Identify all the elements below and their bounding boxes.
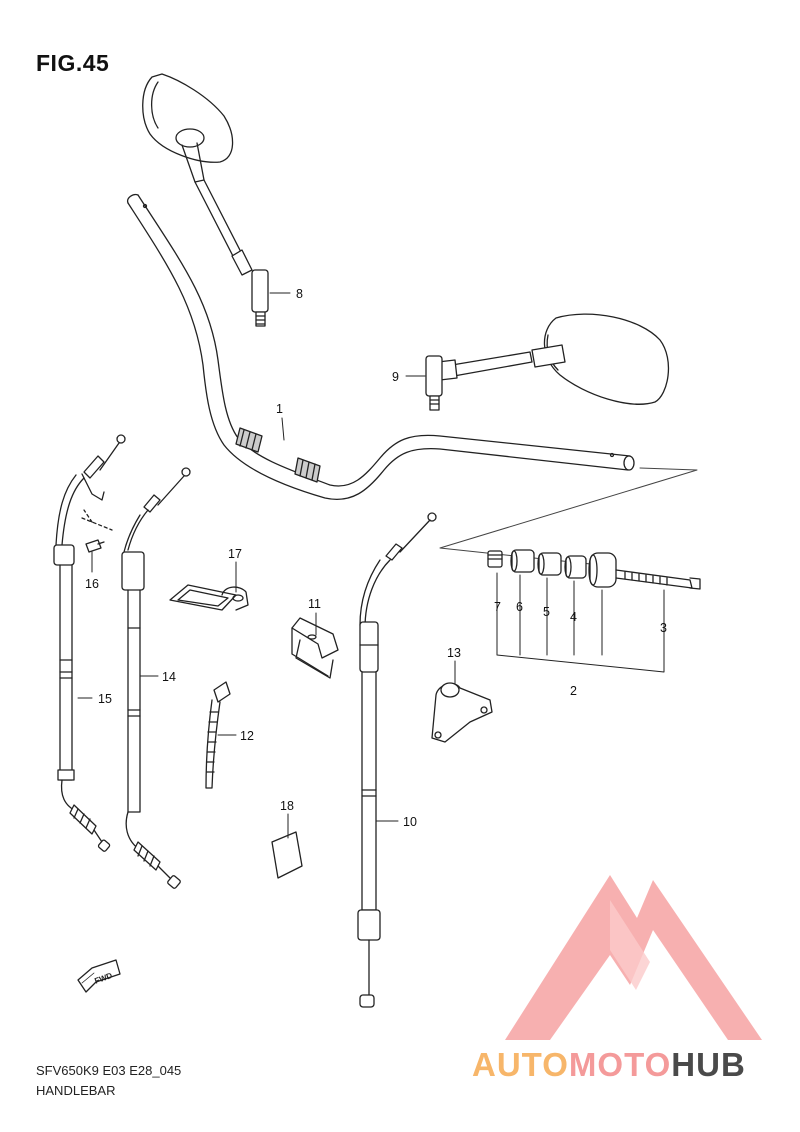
- callout-1: 1: [276, 402, 283, 416]
- watermark-part-auto: AUTO: [472, 1046, 569, 1083]
- callout-16: 16: [85, 577, 99, 591]
- fwd-arrow-icon: [77, 959, 121, 993]
- callout-3: 3: [660, 621, 667, 635]
- watermark-text: AUTOMOTOHUB: [472, 1046, 746, 1084]
- left-mirror: [142, 73, 269, 327]
- cable-clamp-17: [169, 584, 249, 611]
- callout-17: 17: [228, 547, 242, 561]
- callout-labels: 1 2 3 4 5 6 7 8 9 10 11 12 13 14 15 16 1…: [85, 287, 667, 986]
- clutch-cable: [357, 512, 437, 1008]
- bar-end-weight-assembly: [487, 549, 701, 590]
- handlebar-tube: [127, 193, 635, 500]
- callout-11: 11: [308, 597, 321, 611]
- right-mirror: [425, 313, 670, 411]
- callout-15: 15: [98, 692, 112, 706]
- diagram-code: SFV650K9 E03 E28_045: [36, 1063, 182, 1078]
- callout-14: 14: [162, 670, 176, 684]
- throttle-cable-1: [53, 434, 126, 852]
- callout-12: 12: [240, 729, 254, 743]
- callout-8: 8: [296, 287, 303, 301]
- leader-lines: [77, 292, 456, 839]
- watermark-logo-icon: [505, 875, 762, 1040]
- callout-9: 9: [392, 370, 399, 384]
- callout-18: 18: [280, 799, 294, 813]
- callout-4: 4: [570, 610, 577, 624]
- label-18: [271, 831, 303, 879]
- callout-10: 10: [403, 815, 417, 829]
- watermark-part-hub: HUB: [671, 1046, 746, 1083]
- extension-lines: [439, 467, 698, 566]
- callout-6: 6: [516, 600, 523, 614]
- throttle-cable-2: [121, 467, 191, 889]
- group-bracket: [496, 572, 665, 673]
- screw-16: [85, 539, 105, 553]
- bracket-11: [291, 617, 339, 679]
- callout-5: 5: [543, 605, 550, 619]
- cable-tie-12: [205, 681, 231, 789]
- holder-13: [431, 682, 493, 743]
- diagram-name: HANDLEBAR: [36, 1083, 116, 1098]
- watermark-part-moto: MOTO: [568, 1046, 672, 1083]
- callout-7: 7: [494, 600, 501, 614]
- figure-title: FIG.45: [36, 50, 110, 76]
- callout-2: 2: [570, 684, 577, 698]
- callout-13: 13: [447, 646, 461, 660]
